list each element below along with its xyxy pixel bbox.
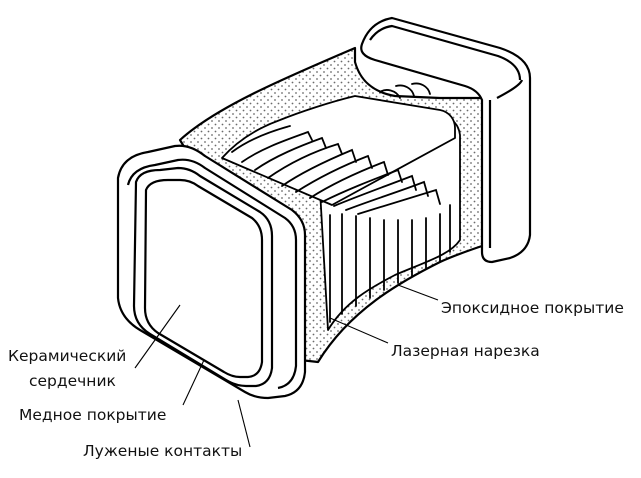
label-ceramic-core-line2: сердечник [29, 372, 116, 390]
label-epoxy-coating: Эпоксидное покрытие [441, 299, 624, 317]
label-ceramic-core-line1: Керамический [8, 347, 126, 365]
label-tinned-contacts: Луженые контакты [83, 442, 242, 460]
leader-epoxy [397, 284, 439, 301]
label-copper-coating: Медное покрытие [19, 406, 166, 424]
label-laser-cut: Лазерная нарезка [391, 342, 540, 360]
right-terminal [360, 16, 532, 264]
laser-cut-winding [221, 95, 461, 331]
left-terminal [116, 144, 307, 400]
leader-tinned-contacts [237, 399, 251, 448]
leader-copper-coating [182, 359, 205, 406]
winding-ridges [231, 82, 451, 323]
leader-lines [134, 284, 439, 448]
leader-laser-cut [329, 317, 389, 344]
leader-ceramic-core [134, 304, 181, 369]
